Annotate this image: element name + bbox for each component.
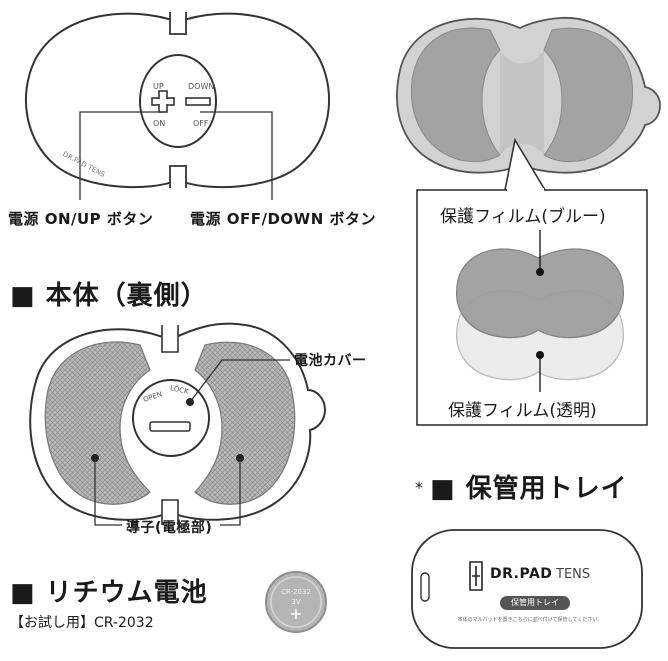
leader-on-up bbox=[79, 111, 162, 200]
storage-tray bbox=[411, 529, 643, 649]
electrode-right bbox=[194, 341, 296, 505]
label-power-on-up: 電源 ON/UP ボタン bbox=[8, 210, 154, 228]
label-power-off-down: 電源 OFF/DOWN ボタン bbox=[190, 210, 376, 228]
tray-heading-mark: * bbox=[415, 478, 423, 497]
heading-lithium-battery: ■ リチウム電池 bbox=[10, 578, 208, 608]
filmed-center bbox=[500, 50, 544, 155]
filmed-electrode-right bbox=[543, 27, 634, 163]
minus-icon[interactable] bbox=[185, 97, 211, 106]
tray-badge-text: 保管用トレイ bbox=[511, 598, 559, 607]
plus-icon[interactable] bbox=[151, 90, 175, 113]
top-notch bbox=[169, 12, 187, 35]
label-battery-cover: 電池カバー bbox=[294, 353, 367, 369]
back-bottom-notch bbox=[161, 499, 179, 525]
device-front bbox=[24, 12, 331, 200]
control-panel bbox=[139, 54, 217, 148]
btn-on-text: ON bbox=[153, 119, 166, 128]
tray-fine-print: 本体のマルパッドを置きこちらに並べ付けて保管してください。 bbox=[457, 617, 603, 623]
leader-off-down bbox=[200, 111, 273, 200]
label-film-clear: 保護フィルム(透明) bbox=[448, 401, 597, 421]
coin-battery-inner bbox=[270, 576, 322, 628]
callout-pointer-cover bbox=[507, 188, 544, 192]
battery-note: 【お試し用】CR-2032 bbox=[10, 615, 154, 631]
tray-slot bbox=[420, 572, 430, 602]
tray-brand-bold: DR.PAD bbox=[490, 566, 553, 582]
tray-logo-icon bbox=[469, 561, 483, 591]
leader-battery-cover bbox=[189, 359, 290, 403]
leader-electrode bbox=[94, 458, 241, 526]
device-back bbox=[29, 322, 327, 526]
coin-model-text: CR-2032 bbox=[281, 588, 311, 596]
tray-brand-light: TENS bbox=[556, 567, 591, 582]
label-film-blue: 保護フィルム(ブルー) bbox=[440, 207, 606, 227]
btn-up-text: UP bbox=[153, 82, 164, 91]
electrode-left bbox=[44, 341, 151, 505]
back-top-notch bbox=[161, 325, 179, 353]
btn-off-text: OFF bbox=[193, 119, 209, 128]
battery-cover-slot bbox=[149, 421, 191, 432]
btn-down-text: DOWN bbox=[188, 82, 215, 91]
coin-voltage-text: 3V bbox=[291, 598, 301, 606]
filmed-electrode-left bbox=[410, 27, 501, 163]
tray-badge-bg bbox=[500, 596, 570, 610]
coin-battery bbox=[265, 571, 327, 633]
heading-body-back: ■ 本体（裏側） bbox=[10, 281, 208, 311]
bottom-notch bbox=[169, 165, 187, 188]
coin-plus-icon: + bbox=[289, 604, 303, 623]
film-blue bbox=[456, 248, 624, 339]
heading-storage-tray: ■ 保管用トレイ bbox=[430, 474, 628, 504]
device-with-film bbox=[396, 17, 661, 174]
film-layers bbox=[456, 230, 624, 392]
label-electrode: 導子(電極部) bbox=[126, 520, 213, 536]
